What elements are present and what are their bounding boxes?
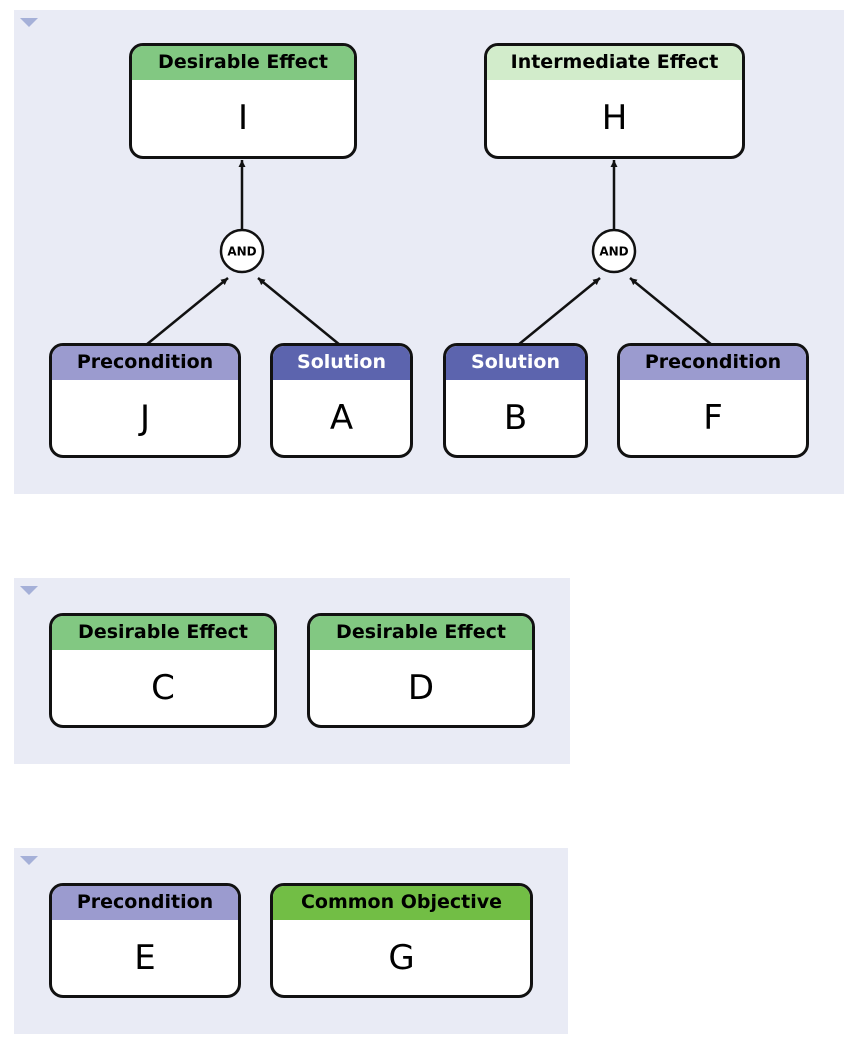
node-label: I [237,98,249,138]
collapse-triangle-icon[interactable] [20,18,38,27]
and-junction-2[interactable] [591,228,637,274]
collapse-triangle-icon[interactable] [20,856,38,865]
node-B[interactable]: Solution B [443,343,588,458]
edge-F-to-junction2 [629,277,713,346]
node-label: F [703,397,723,438]
node-label: H [601,98,628,138]
node-A[interactable]: Solution A [270,343,413,458]
node-type-header: Desirable Effect [132,46,354,80]
node-label: A [329,397,354,438]
edge-A-to-junction1 [257,277,341,346]
node-type-header: Precondition [620,346,806,380]
node-label: D [407,667,435,708]
node-label: G [388,937,415,978]
node-E[interactable]: Precondition E [49,883,241,998]
collapse-triangle-icon[interactable] [20,586,38,595]
node-I[interactable]: Desirable Effect I [129,43,357,159]
node-label: E [134,937,156,978]
node-G[interactable]: Common Objective G [270,883,533,998]
and-junction-2-label: AND [599,245,628,259]
node-C[interactable]: Desirable Effect C [49,613,277,728]
node-F[interactable]: Precondition F [617,343,809,458]
node-type-header: Solution [273,346,410,380]
node-type-header: Precondition [52,346,238,380]
edge-J-to-junction1 [145,277,229,346]
node-type-header: Desirable Effect [52,616,274,650]
node-type-header: Precondition [52,886,238,920]
and-junction-1-label: AND [227,245,256,259]
node-type-header: Solution [446,346,585,380]
node-type-header: Intermediate Effect [487,46,742,80]
node-label: C [151,667,175,708]
edge-B-to-junction2 [517,277,601,346]
node-label: J [139,397,151,438]
node-type-header: Desirable Effect [310,616,532,650]
node-type-header: Common Objective [273,886,530,920]
node-D[interactable]: Desirable Effect D [307,613,535,728]
node-H[interactable]: Intermediate Effect H [484,43,745,159]
and-junction-1[interactable] [219,228,265,274]
node-label: B [503,397,528,438]
node-J[interactable]: Precondition J [49,343,241,458]
